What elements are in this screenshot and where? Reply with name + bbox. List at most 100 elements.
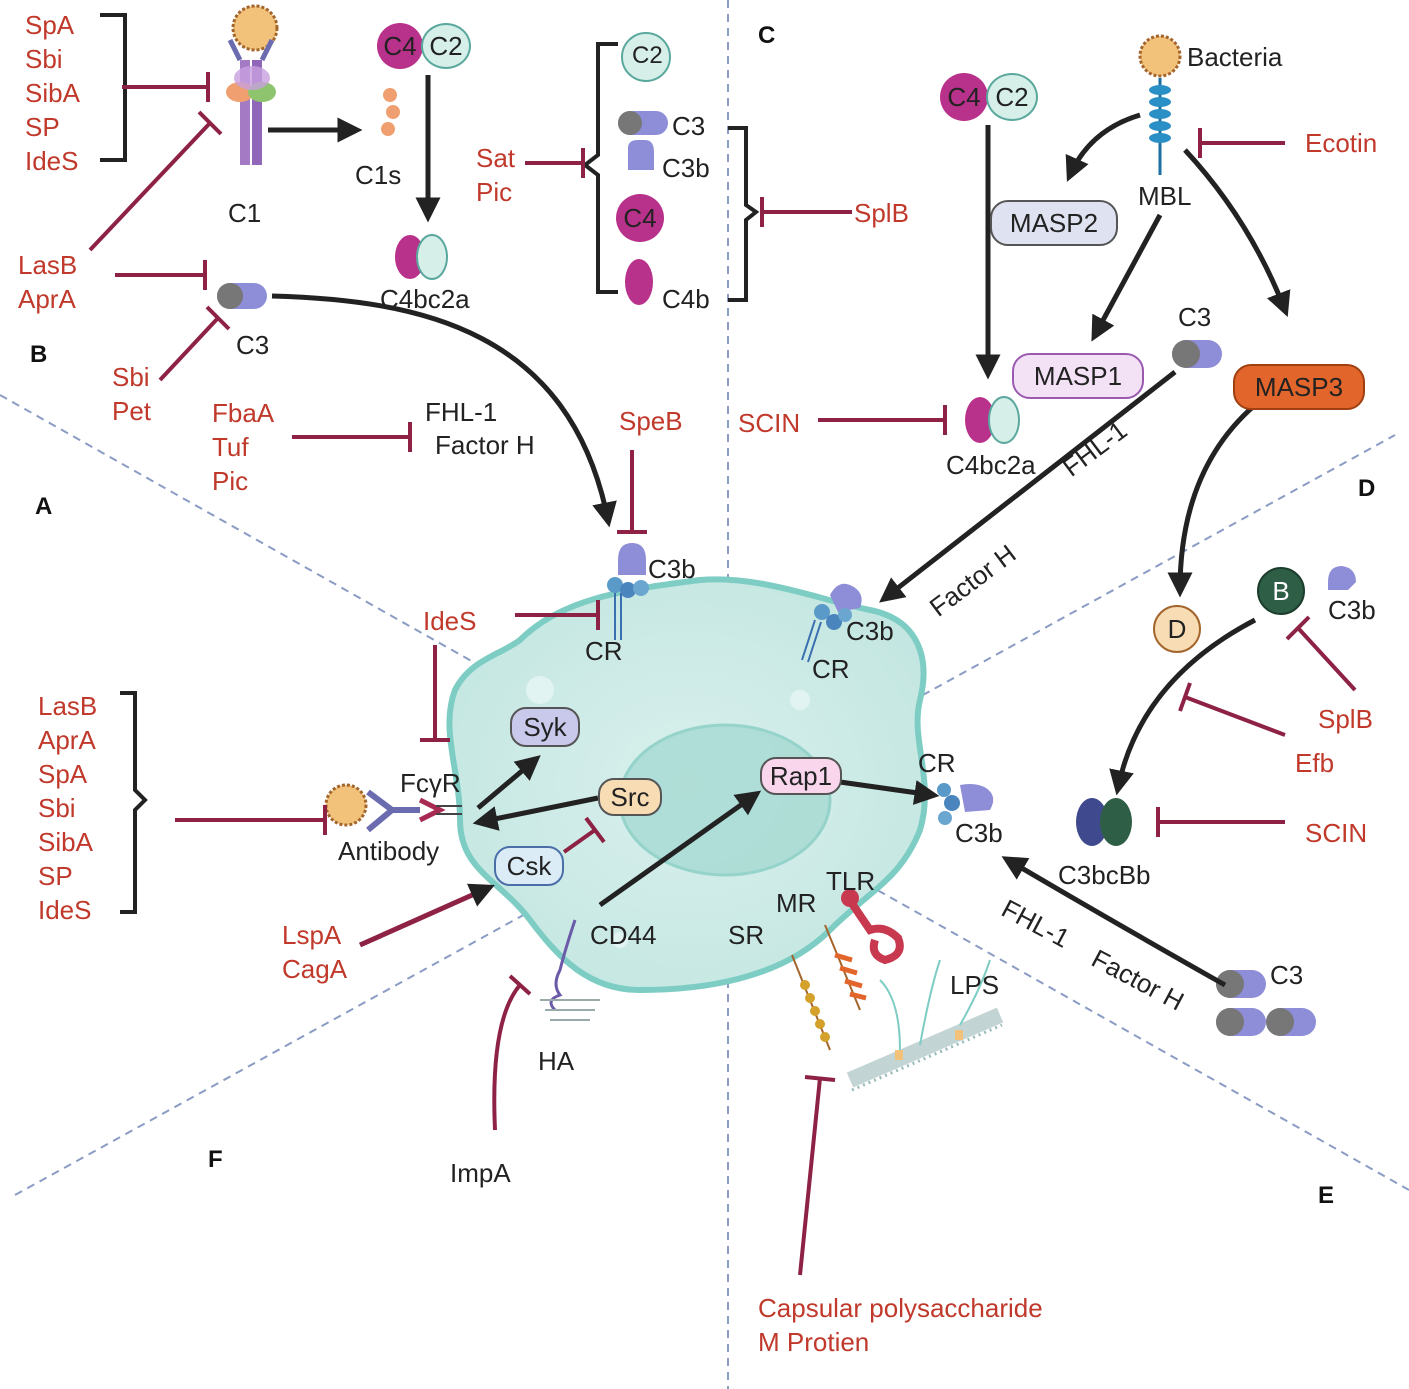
inhibitor-pic: Pic bbox=[212, 466, 249, 496]
inhibitor-tuf: Tuf bbox=[212, 432, 249, 462]
src-node: Src bbox=[598, 778, 662, 816]
inhibitor-ides: IdeS bbox=[25, 146, 79, 176]
panel-label-f: F bbox=[208, 1146, 223, 1173]
inhibition-lines bbox=[88, 72, 1357, 1276]
inhibitor-splb-top: SplB bbox=[854, 198, 909, 228]
c3b-label-upper-right: C3b bbox=[846, 616, 894, 646]
c4-list-badge: C4 bbox=[616, 194, 664, 242]
inhibitor-capsular: Capsular polysaccharide bbox=[758, 1293, 1043, 1323]
lsp-arrow bbox=[358, 883, 495, 948]
c4-badge-right: C4 bbox=[940, 73, 988, 121]
cd44-label: CD44 bbox=[590, 920, 657, 950]
c4bc2a-label-top: C4bc2a bbox=[380, 284, 470, 314]
c3b-list-label: C3b bbox=[662, 153, 710, 183]
c3b-cr-top bbox=[607, 543, 649, 640]
masp3-node: MASP3 bbox=[1233, 364, 1365, 410]
c3b-cr-lower-right bbox=[937, 783, 994, 825]
lps-membrane-icon bbox=[846, 959, 1004, 1092]
inhibitor-pic-c: Pic bbox=[476, 177, 513, 207]
c4-badge-top: C4 bbox=[377, 23, 423, 69]
c1s-label: C1s bbox=[355, 160, 402, 190]
rap1-node: Rap1 bbox=[760, 757, 842, 795]
fcgr-label: FcγR bbox=[400, 768, 461, 798]
c4bc2a-icon-right bbox=[965, 396, 1020, 444]
cd44-icon bbox=[540, 919, 600, 1021]
c3-pills-e bbox=[1216, 970, 1316, 1036]
tlr-label: TLR bbox=[826, 866, 876, 896]
lps-label: LPS bbox=[950, 970, 1000, 1000]
inhibitor-scin-right: SCIN bbox=[1305, 818, 1368, 848]
c1-label: C1 bbox=[228, 198, 262, 228]
antibody-icon bbox=[324, 783, 462, 833]
ha-label: HA bbox=[538, 1046, 575, 1076]
activation-arrows bbox=[268, 75, 1291, 988]
inhibitor-siba: SibA bbox=[25, 78, 80, 108]
inhibitor-ecotin: Ecotin bbox=[1305, 128, 1378, 158]
c1-complex-icon bbox=[226, 38, 276, 165]
inhibitor-ab-sbi: Sbi bbox=[38, 793, 76, 823]
c4b-list-label: C4b bbox=[662, 284, 710, 314]
syk-node: Syk bbox=[510, 707, 580, 747]
factor-b-node: B bbox=[1257, 567, 1305, 615]
c2-list-label: C2 bbox=[632, 42, 663, 69]
fhl1-label-left: FHL-1 bbox=[425, 397, 498, 427]
inhibitor-impa: ImpA bbox=[450, 1158, 511, 1188]
inhibitor-lasb: LasB bbox=[18, 250, 78, 280]
c2-badge-top: C2 bbox=[421, 23, 471, 69]
c3-pill-c bbox=[1172, 340, 1222, 368]
c3-label-e: C3 bbox=[1270, 960, 1304, 990]
masp1-node: MASP1 bbox=[1012, 353, 1144, 399]
c3b-label-top: C3b bbox=[648, 554, 696, 584]
c2-badge-right: C2 bbox=[986, 73, 1038, 121]
inhibitor-speb: SpeB bbox=[619, 406, 683, 436]
inhibitor-ab-lasb: LasB bbox=[38, 691, 98, 721]
c3bcbb-label: C3bcBb bbox=[1058, 860, 1151, 890]
c4bc2a-icon-top bbox=[395, 234, 448, 280]
panel-label-b: B bbox=[30, 341, 48, 368]
c3-label-b: C3 bbox=[236, 330, 270, 360]
inhibitor-ab-apra: AprA bbox=[38, 725, 96, 755]
sr-receptor-icon bbox=[791, 954, 831, 1051]
inhibitor-sp: SP bbox=[25, 112, 60, 142]
inhibitor-ides-cr: IdeS bbox=[423, 606, 477, 636]
inhibitor-fbaa: FbaA bbox=[212, 398, 275, 428]
factorh-label-left: Factor H bbox=[435, 430, 535, 461]
inhibitor-ab-sp: SP bbox=[38, 861, 73, 891]
inhibitor-apra: AprA bbox=[18, 284, 76, 314]
panel-label-d: D bbox=[1358, 475, 1376, 502]
c3-pill-b bbox=[217, 283, 267, 309]
mr-receptor-icon bbox=[824, 924, 867, 1011]
fhl1-factorh-label-left: FHL-1 Factor H bbox=[425, 396, 535, 462]
c3bcbb-icon bbox=[1076, 798, 1132, 846]
inhibitor-splb-right: SplB bbox=[1318, 704, 1373, 734]
inhibitor-spa: SpA bbox=[25, 10, 75, 40]
c3b-label-lower-right: C3b bbox=[955, 818, 1003, 848]
c4bc2a-label-right: C4bc2a bbox=[946, 450, 1036, 480]
c3-label-c: C3 bbox=[1178, 302, 1212, 332]
bacterium-icon-mbl bbox=[1138, 34, 1182, 78]
inhibitor-pet: Pet bbox=[112, 396, 152, 426]
inhibitor-ab-siba: SibA bbox=[38, 827, 93, 857]
c3b-icon-e bbox=[1328, 566, 1356, 590]
inhibitor-sat: Sat bbox=[476, 143, 516, 173]
bacterium-icon-top bbox=[231, 4, 279, 52]
inhibitor-sbi-c3: Sbi bbox=[112, 362, 150, 392]
antibody-label: Antibody bbox=[338, 836, 440, 866]
mr-label: MR bbox=[776, 888, 817, 918]
inhibitor-ab-ides: IdeS bbox=[38, 895, 92, 925]
inhibitor-ab-spa: SpA bbox=[38, 759, 88, 789]
cr-label-upper-right: CR bbox=[812, 654, 850, 684]
mbl-label: MBL bbox=[1138, 181, 1192, 211]
c-list-icons bbox=[618, 32, 671, 305]
masp2-node: MASP2 bbox=[990, 200, 1118, 246]
inhibitor-lspa: LspA bbox=[282, 920, 342, 950]
csk-node: Csk bbox=[494, 846, 564, 886]
panel-label-c: C bbox=[758, 22, 776, 49]
cr-label-lower-right: CR bbox=[918, 748, 956, 778]
immune-cell bbox=[446, 576, 928, 994]
c3b-label-e: C3b bbox=[1328, 595, 1376, 625]
tlr-receptor-icon bbox=[841, 889, 904, 965]
inhibitor-efb: Efb bbox=[1295, 748, 1335, 778]
